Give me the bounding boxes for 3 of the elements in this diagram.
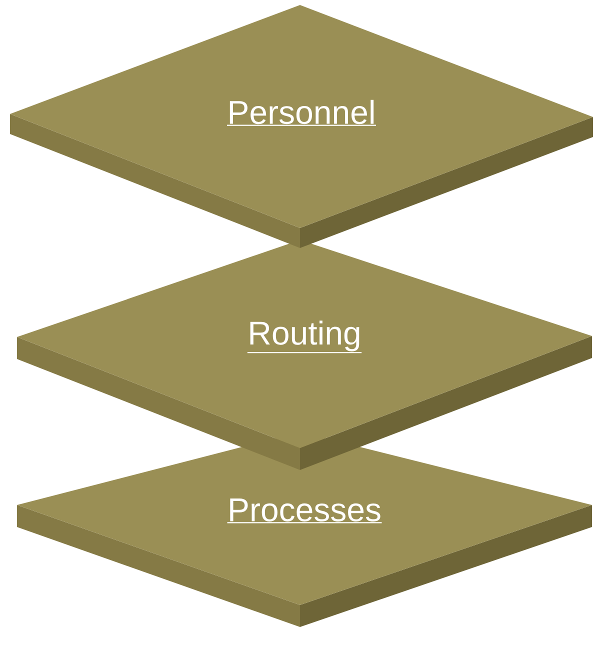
- plate: Personnel: [10, 5, 593, 248]
- plate: Processes: [17, 432, 592, 627]
- plate: Routing: [17, 240, 592, 470]
